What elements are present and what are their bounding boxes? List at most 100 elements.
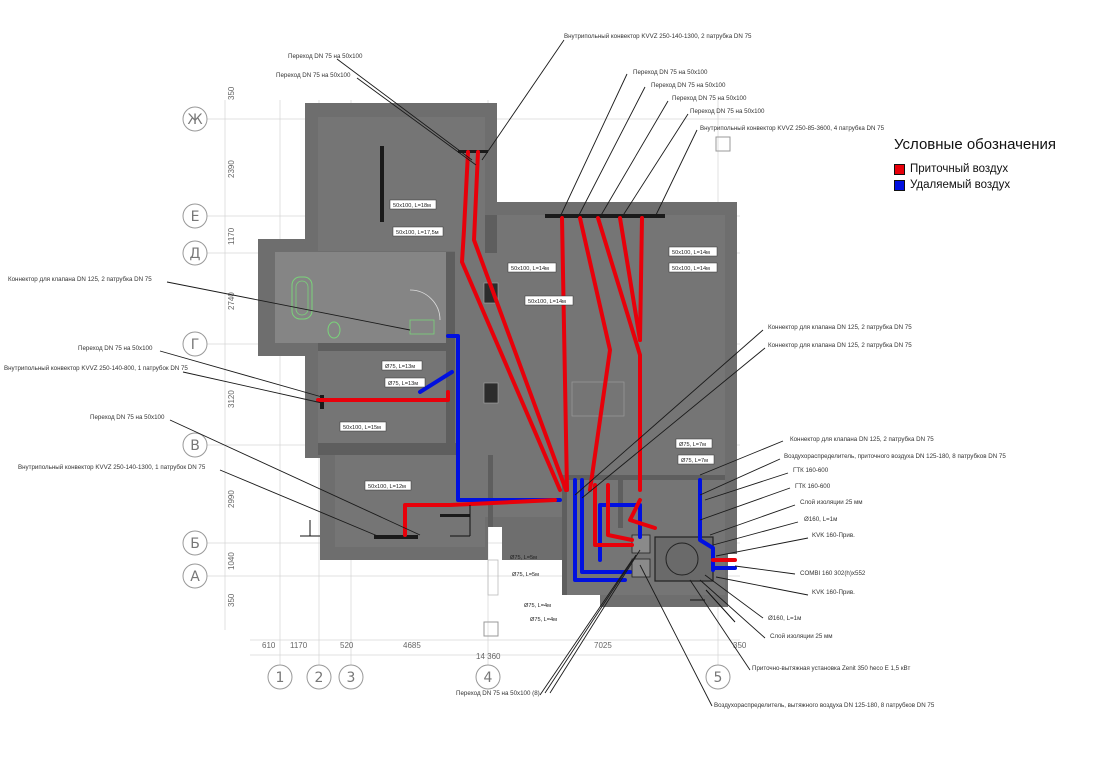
svg-text:50х100, L=15м: 50х100, L=15м — [343, 425, 381, 431]
callout-text: Ø160, L=1м — [804, 516, 837, 523]
callout-text: Переход DN 75 на 50х100 — [690, 108, 765, 115]
callout-text: Воздухораспределитель, приточного воздух… — [784, 453, 1006, 460]
axis-col-5: 5 — [705, 664, 731, 690]
svg-text:50х100, L=12м: 50х100, L=12м — [368, 484, 406, 490]
callout-text: Переход DN 75 на 50х100 — [288, 53, 363, 60]
svg-text:В: В — [190, 438, 200, 454]
callout-text: Коннектор для клапана DN 125, 2 патрубка… — [768, 324, 912, 331]
svg-text:2: 2 — [315, 670, 324, 686]
legend-title: Условные обозначения — [894, 136, 1057, 153]
duct-tag: Ø75, L=5м — [510, 555, 537, 561]
row-axes: Ж Е Д Г В Б А — [182, 106, 208, 589]
svg-text:4685: 4685 — [403, 641, 421, 650]
svg-text:Ж: Ж — [187, 112, 202, 128]
exhaust-swatch — [894, 179, 905, 191]
svg-text:520: 520 — [340, 641, 354, 650]
duct-tag: 50х100, L=14м — [524, 295, 574, 306]
callout-text: Переход DN 75 на 50х100 — [78, 345, 153, 352]
supply-duct-bottom — [403, 498, 557, 537]
duct-tag: 50х100, L=14м — [507, 262, 557, 273]
legend-item-label: Приточный воздух — [910, 163, 1009, 175]
axis-col-4: 4 — [475, 664, 501, 690]
svg-text:50х100, L=14м: 50х100, L=14м — [511, 266, 549, 272]
column-axes: 1 2 3 4 5 — [267, 664, 731, 690]
callout-text: Коннектор для клапана DN 125, 2 патрубка… — [768, 342, 912, 349]
supply-swatch — [894, 163, 905, 175]
duct-tag: 50х100, L=15м — [339, 421, 387, 432]
legend-item-exhaust: Удаляемый воздух — [894, 179, 1084, 191]
leader-lines — [159, 39, 809, 707]
svg-text:350: 350 — [733, 641, 747, 650]
room-bathroom — [275, 252, 447, 343]
callout-text: Коннектор для клапана DN 125, 2 патрубка… — [790, 436, 934, 443]
duct-tag: Ø75, L=7м — [677, 454, 715, 465]
callout-text: Ø160, L=1м — [768, 615, 801, 622]
duct-tag: 50х100, L=17,5м — [392, 226, 444, 237]
svg-text:Ø75, L=13м: Ø75, L=13м — [388, 381, 418, 387]
bottom-dimensions: 610 1170 520 4685 7025 350 14 360 — [262, 641, 747, 661]
axis-row-b: Б — [182, 530, 208, 556]
svg-text:2990: 2990 — [227, 490, 236, 508]
svg-text:1040: 1040 — [227, 552, 236, 570]
svg-text:50х100, L=18м: 50х100, L=18м — [393, 203, 431, 209]
duct-tag: 50х100, L=12м — [364, 480, 412, 491]
legend: Условные обозначения Приточный воздух Уд… — [894, 136, 1084, 195]
exhaust-duct-branch — [418, 370, 454, 394]
room-hall — [455, 455, 565, 517]
svg-text:1: 1 — [276, 670, 285, 686]
svg-text:50х100, L=14м: 50х100, L=14м — [528, 299, 566, 305]
duct-tag: Ø75, L=7м — [675, 438, 713, 449]
callout-text: ГТК 160-600 — [795, 483, 831, 490]
svg-text:1170: 1170 — [290, 641, 308, 650]
axis-row-d: Д — [182, 240, 208, 266]
svg-text:350: 350 — [227, 86, 236, 100]
svg-text:Б: Б — [190, 536, 200, 552]
svg-text:Д: Д — [190, 246, 201, 262]
svg-text:5: 5 — [714, 670, 723, 686]
callout-text: KVK 160-Прив. — [812, 589, 855, 596]
supply-duct-small — [316, 390, 450, 402]
callout-text: Переход DN 75 на 50х100 — [90, 414, 165, 421]
svg-text:1170: 1170 — [227, 227, 236, 245]
supply-duct-tech — [593, 483, 634, 547]
svg-text:Ø75, L=7м: Ø75, L=7м — [681, 458, 708, 464]
callout-text: Слой изоляции 25 мм — [800, 499, 863, 506]
callout-text: Коннектор для клапана DN 125, 2 патрубка… — [8, 276, 152, 283]
svg-text:3: 3 — [347, 670, 356, 686]
callout-labels: Внутрипольный конвектор KVVZ 250-140-130… — [4, 33, 1006, 709]
axis-row-v: В — [182, 432, 208, 458]
axis-row-e: Е — [182, 203, 208, 229]
svg-text:7025: 7025 — [594, 641, 612, 650]
axis-row-a: А — [182, 563, 208, 589]
svg-text:Г: Г — [191, 337, 200, 353]
duct-tag: 50х100, L=14м — [668, 246, 718, 257]
callout-text: Переход DN 75 на 50х100 — [672, 95, 747, 102]
supply-ducts — [316, 150, 737, 562]
duct-tag: 50х100, L=18м — [389, 199, 437, 210]
exhaust-duct-tech — [573, 478, 627, 582]
svg-text:50х100, L=17,5м: 50х100, L=17,5м — [396, 230, 439, 236]
exhaust-duct-main — [446, 334, 562, 502]
axis-col-2: 2 — [306, 664, 332, 690]
duct-tag: Ø75, L=13м — [381, 360, 423, 371]
duct-tags: 50х100, L=18м 50х100, L=17,5м 50х100, L=… — [339, 199, 718, 623]
duct-tag: 50х100, L=14м — [668, 262, 718, 273]
callout-text: Внутрипольный конвектор KVVZ 250-140-800… — [4, 365, 188, 372]
supply-duct-bedroom — [460, 150, 562, 492]
svg-text:А: А — [190, 569, 200, 585]
axis-col-1: 1 — [267, 664, 293, 690]
svg-text:2740: 2740 — [227, 292, 236, 310]
callout-text: Переход DN 75 на 50х100 — [651, 82, 726, 89]
svg-text:3120: 3120 — [227, 390, 236, 408]
callout-text: ГТК 160-600 — [793, 467, 829, 474]
callout-text: Переход DN 75 на 50х100 (8) — [456, 690, 540, 697]
axis-row-zh: Ж — [182, 106, 208, 132]
svg-text:610: 610 — [262, 641, 276, 650]
svg-text:Ø75, L=7м: Ø75, L=7м — [679, 442, 706, 448]
duct-tag: Ø75, L=13м — [384, 377, 426, 388]
svg-text:50х100, L=14м: 50х100, L=14м — [672, 266, 710, 272]
svg-text:2390: 2390 — [227, 160, 236, 178]
callout-text: Переход DN 75 на 50х100 — [276, 72, 351, 79]
callout-text: COMBI 160 302(h)х552 — [800, 570, 866, 577]
callout-text: Переход DN 75 на 50х100 — [633, 69, 708, 76]
